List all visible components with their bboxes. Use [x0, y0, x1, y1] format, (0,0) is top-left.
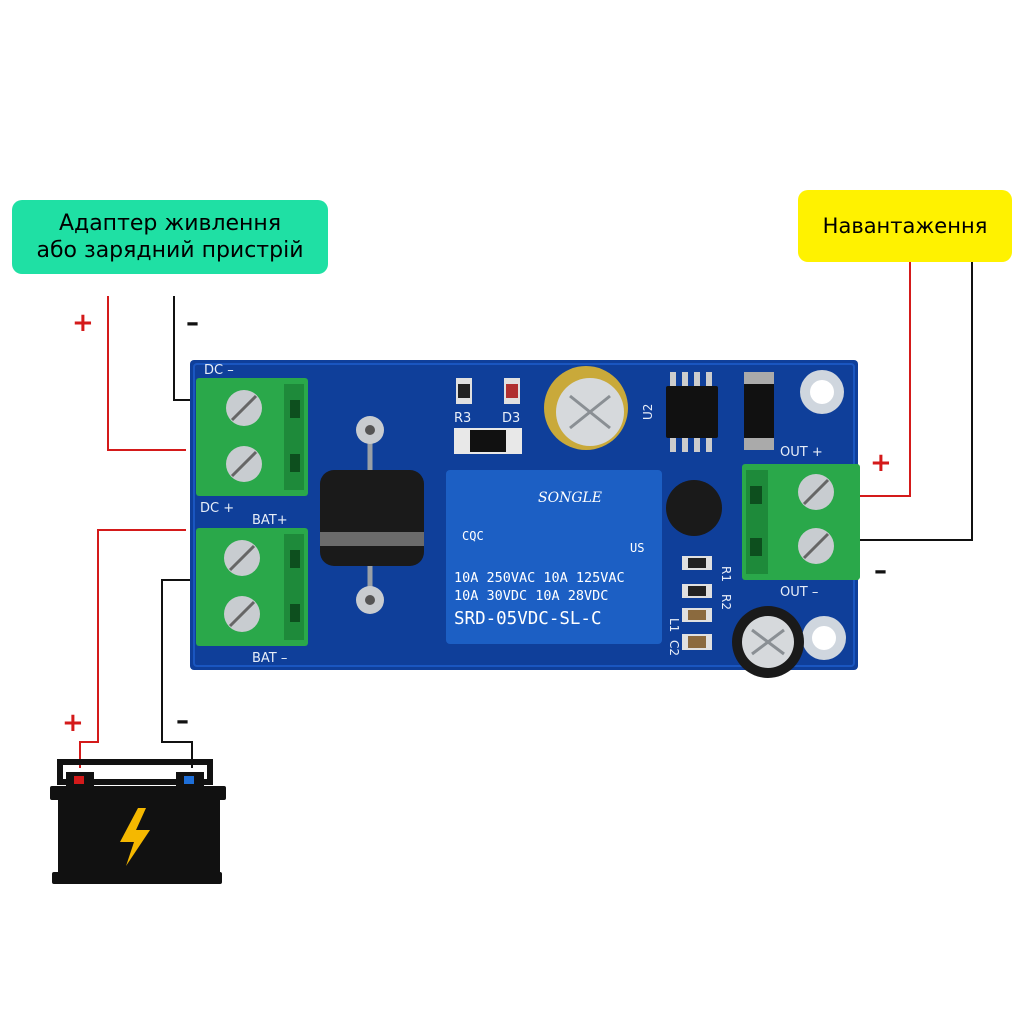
wire-load-negative	[858, 262, 973, 541]
out-plus-sign: +	[870, 448, 892, 478]
ic-u2	[666, 372, 718, 452]
screw-icon	[798, 528, 834, 564]
silk-r3: R3	[454, 411, 471, 426]
screw-icon	[224, 596, 260, 632]
wire-load-positive	[858, 262, 911, 497]
out-minus-sign: –	[874, 556, 887, 586]
silk-u2: U2	[641, 404, 655, 420]
screw-icon	[224, 540, 260, 576]
silk-bat-plus: BAT+	[252, 513, 288, 528]
smd-r1	[682, 556, 712, 570]
terminal-out	[742, 464, 860, 580]
relay-line2: 10A 30VDC 10A 28VDC	[454, 588, 608, 604]
mount-hole-bottom	[802, 616, 846, 660]
silk-d3: D3	[502, 411, 520, 426]
relay-brand: SONGLE	[538, 490, 602, 506]
dc-plus-sign: +	[72, 308, 94, 338]
smd-l1	[682, 608, 712, 622]
silk-dc-minus: DC –	[204, 363, 234, 378]
adapter-label: Адаптер живлення або зарядний пристрій	[12, 200, 328, 274]
screw-icon	[226, 390, 262, 426]
resistor-r3	[456, 378, 472, 404]
adapter-label-line2: або зарядний пристрій	[36, 238, 304, 263]
relay: SONGLE CQC US 10A 250VAC 10A 125VAC 10A …	[446, 470, 662, 644]
bat-plus-sign: +	[62, 708, 84, 738]
smd-diode	[744, 372, 774, 450]
silk-r2: R2	[719, 594, 733, 610]
wires	[79, 262, 973, 768]
load-label-text: Навантаження	[822, 214, 988, 238]
led-d3	[504, 378, 520, 404]
silk-dc-plus: DC +	[200, 501, 234, 516]
load-label: Навантаження	[798, 190, 1012, 262]
wire-dc-positive	[107, 296, 186, 451]
screw-icon	[798, 474, 834, 510]
silk-l1: L1	[667, 618, 681, 632]
relay-line1: 10A 250VAC 10A 125VAC	[454, 570, 625, 586]
silk-out-plus: OUT +	[780, 445, 823, 460]
wire-bat-positive	[79, 529, 186, 768]
silk-bat-minus: BAT –	[252, 651, 287, 666]
wire-bat-negative	[161, 579, 200, 768]
relay-us: US	[630, 541, 644, 555]
battery-icon	[50, 759, 226, 884]
silk-r1: R1	[719, 566, 733, 582]
screw-icon	[226, 446, 262, 482]
relay-model: SRD-05VDC-SL-C	[454, 609, 602, 629]
dc-minus-sign: –	[186, 308, 199, 338]
smd-r2	[682, 584, 712, 598]
transistor	[666, 480, 722, 536]
diode	[320, 416, 424, 614]
terminal-bat	[196, 528, 308, 646]
smd-c2	[682, 634, 712, 650]
lightning-icon	[120, 808, 150, 866]
adapter-label-line1: Адаптер живлення	[58, 211, 282, 236]
relay-cqc: CQC	[462, 529, 484, 543]
jumper	[454, 428, 522, 454]
silk-c2: C2	[667, 640, 681, 656]
capacitor-bottom	[732, 606, 804, 678]
silk-out-minus: OUT –	[780, 585, 818, 600]
mount-hole-top	[800, 370, 844, 414]
bat-minus-sign: –	[176, 706, 189, 736]
terminal-dc	[196, 378, 308, 496]
capacitor-top	[544, 366, 628, 450]
